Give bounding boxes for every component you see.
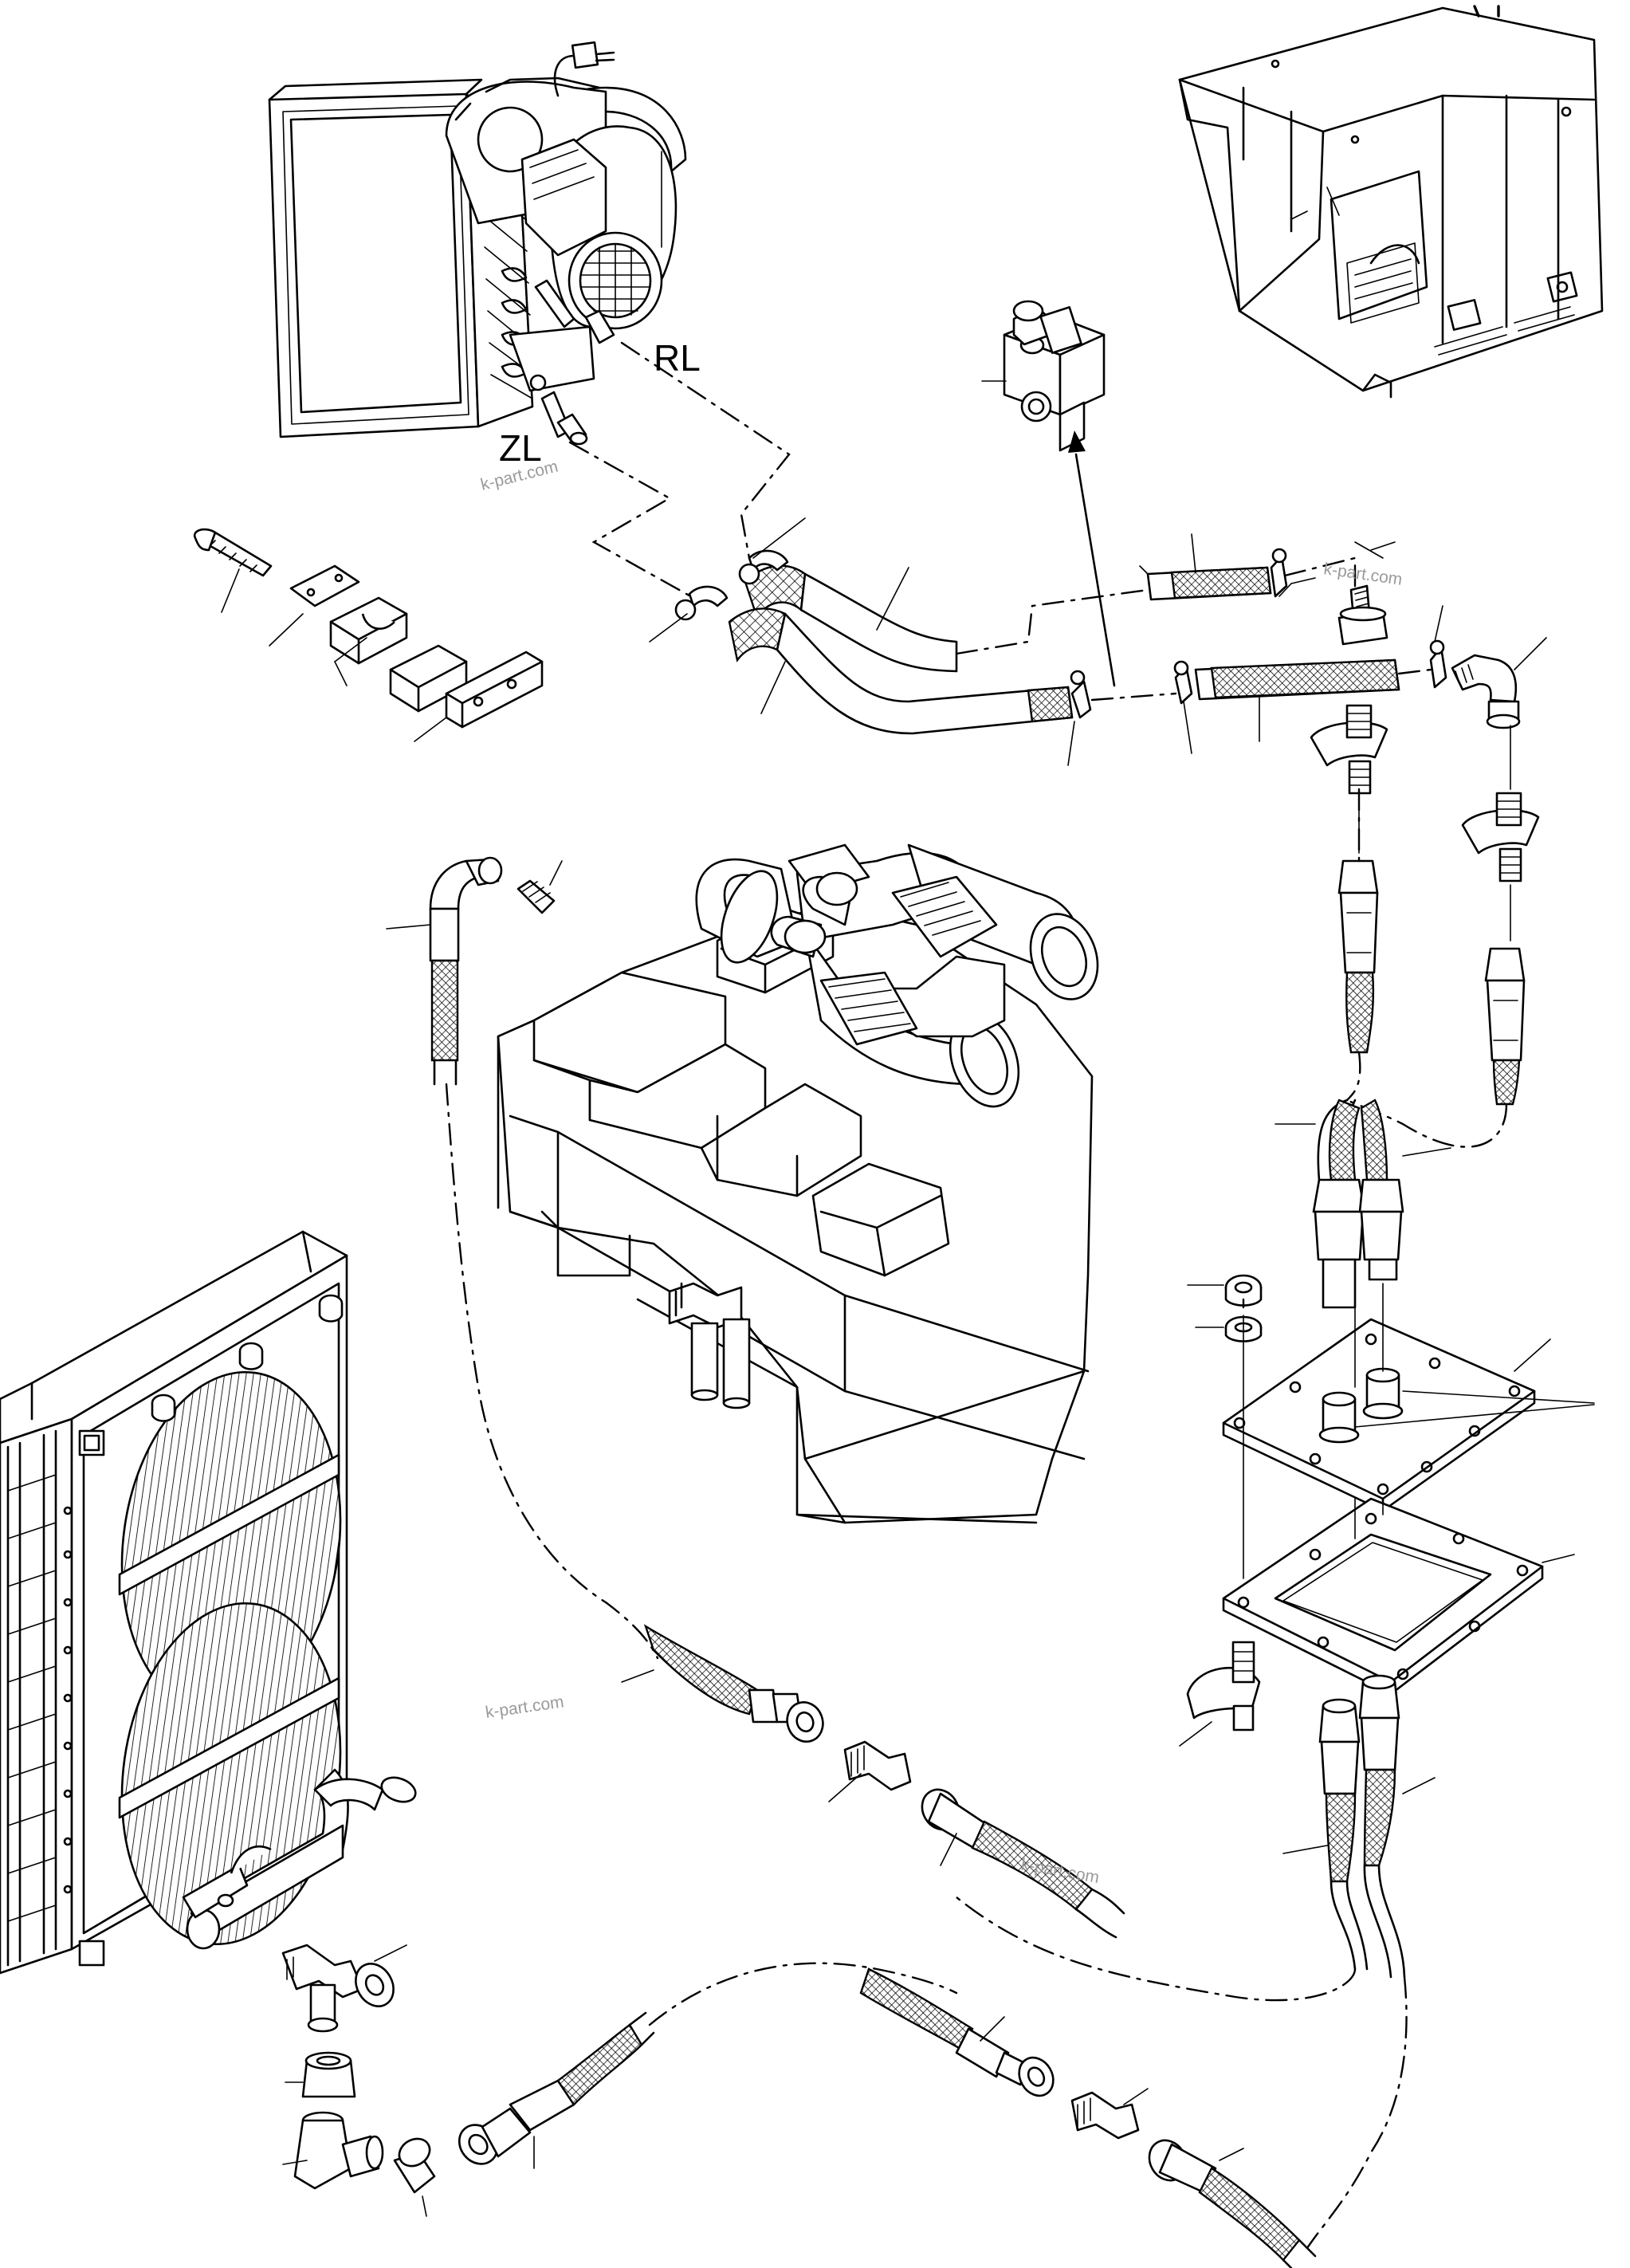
return-line-label: RL xyxy=(654,337,701,379)
valve-cover-plate xyxy=(1179,1283,1595,1747)
heater-blower-unit xyxy=(268,41,687,438)
heater-pipe-ends xyxy=(556,309,615,446)
engine-block xyxy=(497,843,1099,1524)
bulkhead-fittings xyxy=(1275,704,1540,1309)
heater-hose-assembly xyxy=(649,517,1547,766)
watermark-3: k-part.com xyxy=(484,1692,564,1722)
hose-routing-lines xyxy=(568,341,1432,1309)
main-return-hose xyxy=(621,1624,1125,1939)
control-valve xyxy=(981,300,1116,687)
radiator-fan-assembly xyxy=(0,1230,417,1975)
left-supply-hose xyxy=(386,856,659,1660)
bottom-left-fittings xyxy=(281,1944,958,2217)
hose-clamp-kit xyxy=(193,528,544,742)
watermark-2: k-part.com xyxy=(1322,560,1403,589)
nut-and-washer xyxy=(1187,1274,1263,1342)
supply-line-label: ZL xyxy=(499,427,542,469)
bottom-centre-hose xyxy=(859,1967,1317,2268)
lower-outlet-hoses xyxy=(955,1674,1436,2250)
operator-cab xyxy=(1178,5,1604,399)
